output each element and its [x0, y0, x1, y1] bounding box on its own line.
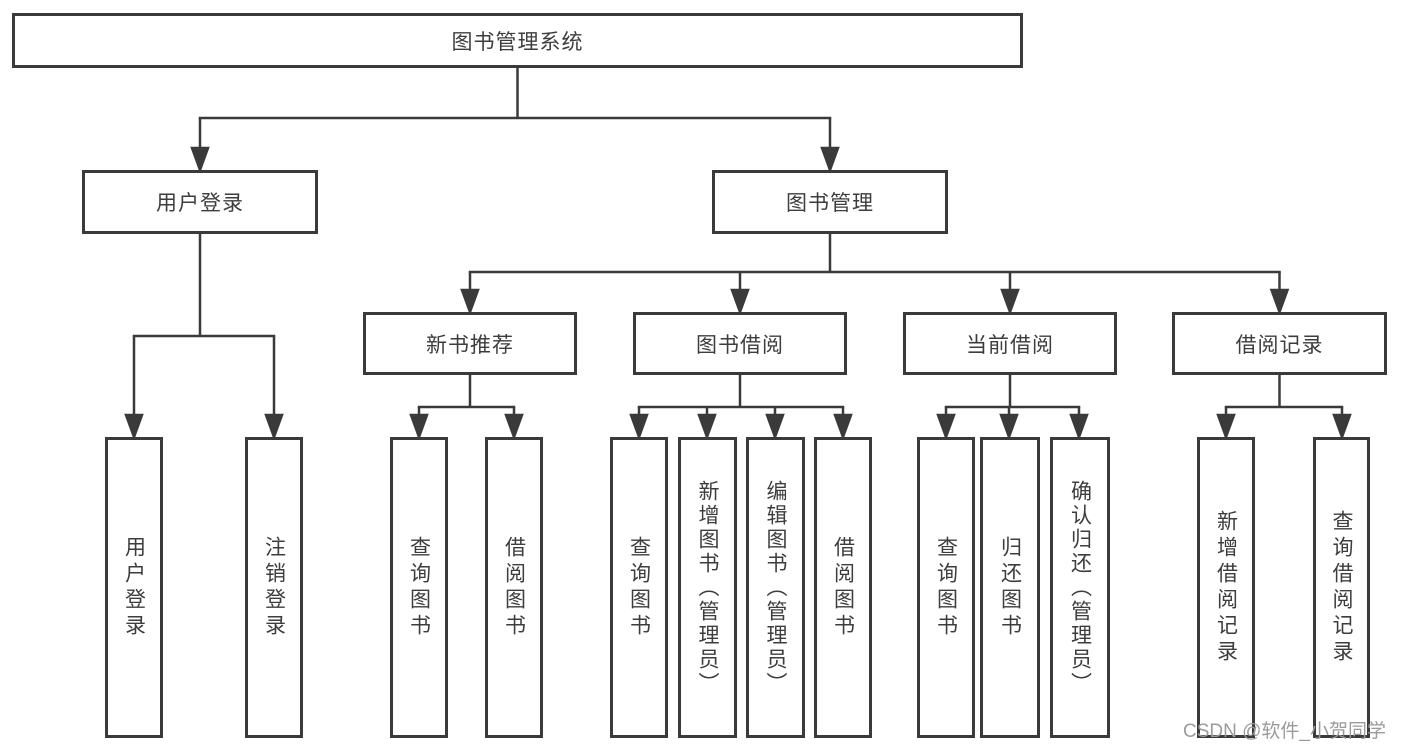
leaf-add-books-admin: 新增图书（管理员） — [678, 437, 737, 738]
leaf-return-books-label: 归还图书 — [998, 535, 1022, 640]
leaf-query-borrow-record-label: 查询借阅记录 — [1330, 509, 1353, 666]
leaf-return-books: 归还图书 — [980, 437, 1040, 738]
leaf-user-login-label: 用户登录 — [122, 535, 146, 640]
node-book-borrowing: 图书借阅 — [633, 312, 847, 375]
leaf-confirm-return-admin-label: 确认归还（管理员） — [1068, 479, 1092, 696]
leaf-query-books-recommend-label: 查询图书 — [407, 535, 431, 640]
leaf-add-books-admin-label: 新增图书（管理员） — [696, 479, 719, 696]
node-library-management-system-label: 图书管理系统 — [451, 30, 584, 54]
leaf-query-books-borrow: 查询图书 — [610, 437, 668, 738]
node-borrowing-records: 借阅记录 — [1172, 312, 1387, 375]
node-new-book-recommendation-label: 新书推荐 — [426, 333, 514, 357]
leaf-query-books-borrow-label: 查询图书 — [627, 535, 651, 640]
leaf-add-borrow-record-label: 新增借阅记录 — [1214, 509, 1238, 666]
node-current-borrowing-label: 当前借阅 — [966, 333, 1054, 357]
leaf-borrow-books-label: 借阅图书 — [831, 535, 855, 640]
csdn-watermark: CSDN @软件_小贺同学 — [1183, 721, 1386, 742]
leaf-logout: 注销登录 — [245, 437, 303, 738]
leaf-add-borrow-record: 新增借阅记录 — [1197, 437, 1255, 738]
node-user-login: 用户登录 — [82, 170, 318, 234]
node-new-book-recommendation: 新书推荐 — [363, 312, 577, 375]
leaf-user-login: 用户登录 — [105, 437, 163, 738]
node-current-borrowing: 当前借阅 — [903, 312, 1117, 375]
leaf-query-books-recommend: 查询图书 — [390, 437, 448, 738]
node-book-management: 图书管理 — [712, 170, 948, 234]
leaf-query-borrow-record: 查询借阅记录 — [1313, 437, 1370, 738]
leaf-query-books-current-label: 查询图书 — [934, 535, 958, 640]
leaf-logout-label: 注销登录 — [262, 535, 286, 640]
node-book-management-label: 图书管理 — [786, 192, 874, 215]
node-borrowing-records-label: 借阅记录 — [1235, 333, 1324, 357]
leaf-borrow-books-recommend-label: 借阅图书 — [502, 535, 526, 640]
leaf-borrow-books-recommend: 借阅图书 — [485, 437, 543, 738]
leaf-confirm-return-admin: 确认归还（管理员） — [1050, 437, 1110, 738]
node-user-login-label: 用户登录 — [156, 192, 244, 215]
node-book-borrowing-label: 图书借阅 — [696, 333, 784, 357]
leaf-edit-books-admin: 编辑图书（管理员） — [746, 437, 805, 738]
node-library-management-system: 图书管理系统 — [12, 13, 1023, 68]
leaf-query-books-current: 查询图书 — [917, 437, 975, 738]
leaf-borrow-books: 借阅图书 — [814, 437, 872, 738]
leaf-edit-books-admin-label: 编辑图书（管理员） — [764, 479, 787, 696]
